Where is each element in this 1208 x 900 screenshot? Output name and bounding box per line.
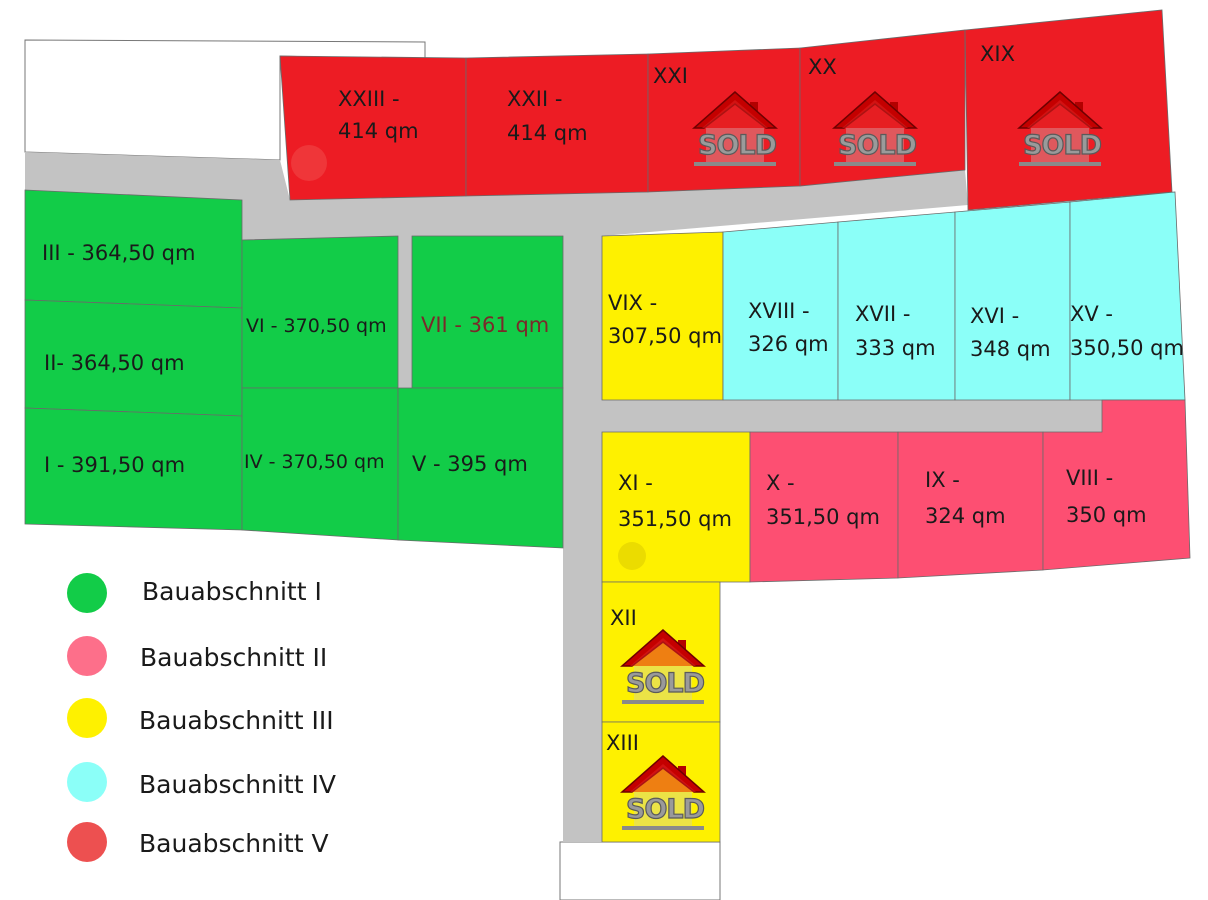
lot-label-xi: XI -351,50 qm bbox=[618, 471, 732, 531]
sold-label: SOLD bbox=[838, 130, 916, 161]
legend-item-phase-3: Bauabschnitt III bbox=[67, 698, 334, 738]
legend-item-phase-1: Bauabschnitt I bbox=[67, 573, 322, 613]
lot-label-xii: XII bbox=[610, 606, 637, 630]
sold-label: SOLD bbox=[626, 668, 704, 699]
lot-vi[interactable] bbox=[241, 235, 399, 389]
phase-1-lots bbox=[24, 189, 564, 549]
lot-label-vi: VI - 370,50 qm bbox=[246, 315, 387, 337]
phase-2-lots bbox=[749, 399, 1191, 583]
sold-label: SOLD bbox=[1023, 130, 1101, 161]
road-stub bbox=[398, 236, 412, 404]
sold-badge-xix: SOLD bbox=[1018, 91, 1103, 167]
sold-label: SOLD bbox=[698, 130, 776, 161]
road-middle bbox=[602, 400, 1102, 432]
sold-badge-xxi: SOLD bbox=[693, 91, 778, 167]
outline-bottom-access bbox=[559, 841, 721, 900]
lot-xv[interactable] bbox=[1069, 191, 1186, 401]
sold-badge-xx: SOLD bbox=[833, 91, 918, 167]
legend-swatch bbox=[67, 698, 107, 738]
legend-swatch bbox=[67, 573, 107, 613]
legend-swatch bbox=[67, 822, 107, 862]
legend-label: Bauabschnitt II bbox=[140, 643, 327, 672]
roads bbox=[25, 152, 1102, 842]
lot-xvi[interactable] bbox=[954, 201, 1071, 401]
lot-label-iii: III - 364,50 qm bbox=[42, 241, 195, 265]
lot-v[interactable] bbox=[397, 387, 564, 549]
sold-badge-xiii: SOLD bbox=[621, 755, 706, 831]
legend-item-phase-5: Bauabschnitt V bbox=[67, 822, 329, 862]
lot-label-x: X -351,50 qm bbox=[766, 471, 880, 529]
legend-label: Bauabschnitt I bbox=[142, 577, 322, 606]
legend-item-phase-2: Bauabschnitt II bbox=[67, 636, 327, 676]
lot-label-i: I - 391,50 qm bbox=[44, 453, 185, 477]
legend-label: Bauabschnitt V bbox=[139, 829, 329, 858]
lot-label-xiii: XIII bbox=[606, 731, 639, 755]
lot-label-v: V - 395 qm bbox=[412, 452, 528, 476]
road-main-vertical bbox=[563, 236, 602, 842]
lot-label-xxi: XXI bbox=[653, 64, 688, 88]
lot-label-ix: IX -324 qm bbox=[925, 468, 1006, 528]
phase-4-lots bbox=[722, 191, 1186, 401]
lot-labels: XXIII -414 qm XXII -414 qm XXI XX XIX II… bbox=[42, 42, 1184, 755]
lot-label-vix: VIX -307,50 qm bbox=[608, 291, 722, 348]
lot-label-viii: VIII -350 qm bbox=[1066, 466, 1147, 527]
lot-viii[interactable] bbox=[1042, 399, 1191, 571]
legend-label: Bauabschnitt III bbox=[139, 706, 334, 735]
sold-label: SOLD bbox=[626, 794, 704, 825]
lot-label-xix: XIX bbox=[980, 42, 1015, 66]
lot-vii[interactable] bbox=[411, 235, 564, 389]
lot-label-xvii: XVII -333 qm bbox=[855, 302, 936, 360]
lot-label-ii: II- 364,50 qm bbox=[44, 351, 185, 375]
legend-label: Bauabschnitt IV bbox=[139, 770, 336, 799]
legend: Bauabschnitt I Bauabschnitt II Bauabschn… bbox=[67, 573, 336, 862]
lot-vix[interactable] bbox=[601, 231, 724, 401]
lot-label-xxiii: XXIII -414 qm bbox=[338, 87, 419, 143]
lot-label-vii: VII - 361 qm bbox=[421, 313, 549, 337]
lot-label-xx: XX bbox=[808, 55, 837, 79]
lot-label-xxii: XXII -414 qm bbox=[507, 87, 588, 145]
legend-item-phase-4: Bauabschnitt IV bbox=[67, 762, 336, 802]
lot-label-iv: IV - 370,50 qm bbox=[244, 451, 385, 473]
legend-swatch bbox=[67, 762, 107, 802]
legend-swatch bbox=[67, 636, 107, 676]
road-upper bbox=[25, 152, 968, 248]
lot-label-xviii: XVIII -326 qm bbox=[748, 299, 829, 356]
sold-badge-xii: SOLD bbox=[621, 629, 706, 705]
lot-label-xv: XV -350,50 qm bbox=[1070, 302, 1184, 360]
lot-label-xvi: XVI -348 qm bbox=[970, 304, 1051, 361]
